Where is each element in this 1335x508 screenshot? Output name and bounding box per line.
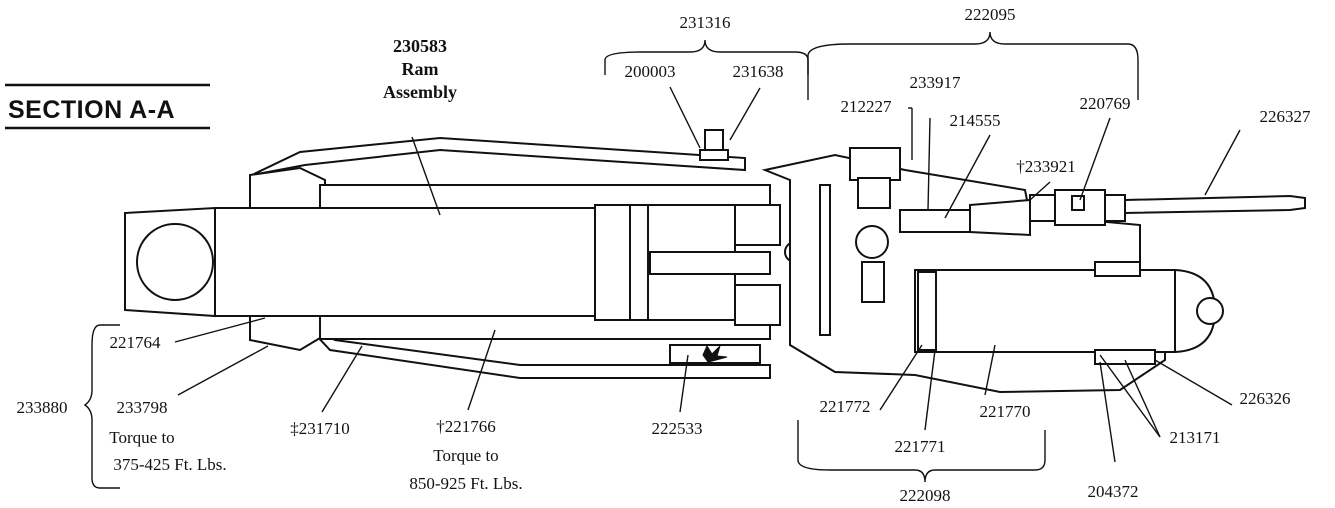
label-231710: ‡231710 [290,419,350,438]
label-221766: †221766 [436,417,496,436]
cylinder-body [124,129,1306,394]
label-221771: 221771 [895,437,946,456]
label-222095: 222095 [965,5,1016,24]
label-222533: 222533 [652,419,703,438]
ram-assembly-line1-label: Ram [402,59,439,79]
label-220769: 220769 [1080,94,1131,113]
label-233917: 233917 [910,73,962,92]
label-221766-torque-line1: Torque to [433,446,498,465]
label-213171: 213171 [1170,428,1221,447]
ram-assembly-part-label: 230583 [393,36,447,56]
label-204372: 204372 [1088,482,1139,501]
label-226326: 226326 [1240,389,1291,408]
label-222098: 222098 [900,486,951,505]
label-233880: 233880 [17,398,68,417]
label-214555: 214555 [950,111,1001,130]
label-233921: †233921 [1016,157,1076,176]
section-title-text: SECTION A-A [8,96,175,124]
label-231316: 231316 [680,13,731,32]
label-231638: 231638 [733,62,784,81]
label-200003: 200003 [625,62,676,81]
label-221766-torque-line2: 850-925 Ft. Lbs. [409,474,522,493]
section-title: SECTION A-A [5,83,210,130]
ram-assembly-line2-label: Assembly [383,82,457,102]
label-221764: 221764 [110,333,162,352]
label-221770: 221770 [980,402,1031,421]
leader-lines [174,86,1241,463]
label-233798: 233798 [117,398,168,417]
label-221772: 221772 [820,397,871,416]
brackets [83,31,1139,489]
callout-labels: 230583 Ram Assembly 231316 222095 200003… [17,5,1312,505]
label-233798-torque-line1: Torque to [109,428,174,447]
label-233798-torque-line2: 375-425 Ft. Lbs. [113,455,226,474]
label-226327: 226327 [1260,107,1312,126]
label-212227: 212227 [841,97,893,116]
